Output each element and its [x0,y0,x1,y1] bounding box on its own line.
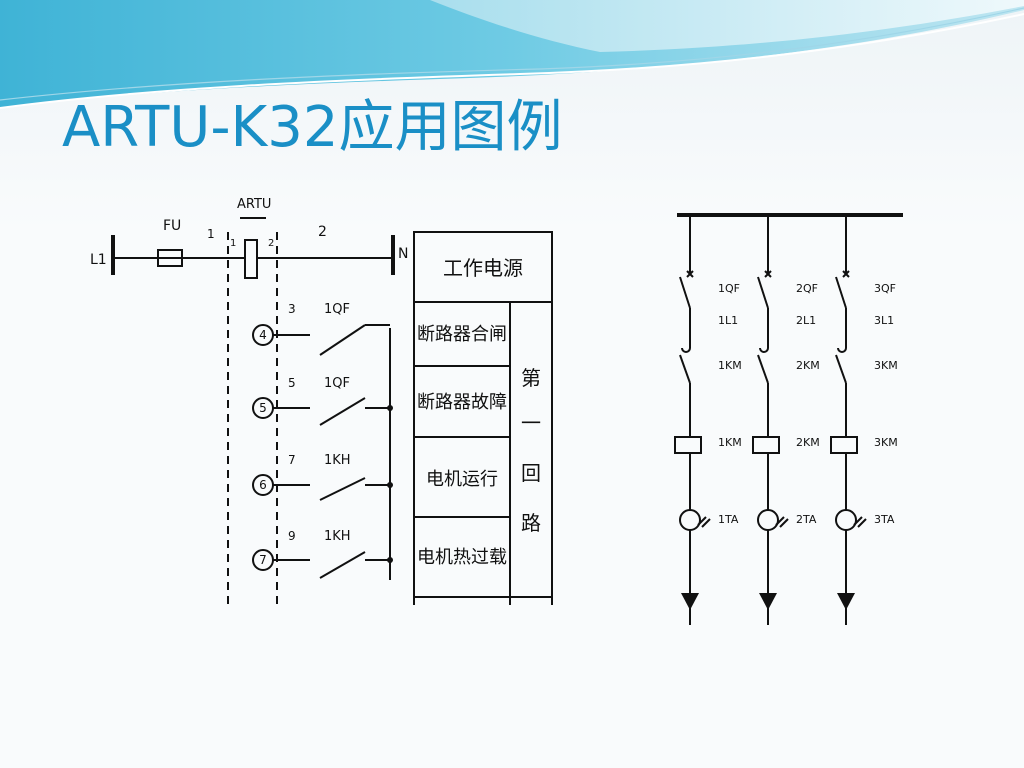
group-char-3: 回 [521,461,541,485]
breaker-symbol [757,276,769,309]
node-1-label: 1 [207,227,215,241]
table-row-breaker-close: 断路器合闸 [417,324,507,345]
input-circle-7: 7 [259,553,267,567]
table-header: 工作电源 [443,256,523,280]
contact-label-1kh-b: 1KH [324,529,351,544]
contactor-symbol [835,354,847,384]
table-row-motor-overload: 电机热过载 [417,547,507,568]
line-label: L1 [90,252,107,268]
arrow-down-icon [837,593,855,610]
neutral-label: N [398,246,408,262]
group-char-2: 一 [521,411,541,435]
group-char-4: 路 [521,511,541,535]
contact-label-1qf-b: 1QF [324,376,350,391]
feeder-branch-3 [830,215,867,625]
contactor-symbol [679,354,691,384]
breaker-label: 3QF [874,282,896,295]
input-circle-4: 4 [259,328,267,342]
input-row-6 [252,474,390,501]
fuse-label: FU [163,218,181,234]
contactor-label: 1KM [718,359,742,372]
current-transformer-symbol [757,509,779,531]
contactor-label: 3KM [874,359,898,372]
artu-wiring-diagram: L1 FU 1 ARTU 1 2 2 N 4 3 1QF 5 5 1QF 6 7… [90,197,553,605]
arrow-down-icon [759,593,777,610]
line-label: 3L1 [874,314,894,327]
coil-symbol [830,436,858,454]
device-pin-2: 2 [268,238,274,249]
header-wave-decoration [0,0,1024,109]
input-row-4 [252,324,390,356]
coil-label: 2KM [796,436,820,449]
contactor-label: 2KM [796,359,820,372]
input-row-5 [252,397,390,426]
input-row-7 [252,549,390,579]
device-label: ARTU [237,197,271,212]
slide-title: ARTU-K32应用图例 [62,95,563,160]
coil-label: 1KM [718,436,742,449]
table-row-motor-running: 电机运行 [426,469,498,490]
feeder-branch-1 [674,215,711,625]
coil-label: 3KM [874,436,898,449]
input-circle-5: 5 [259,401,267,415]
ct-label: 3TA [874,513,895,526]
breaker-symbol [679,276,691,309]
arrow-down-icon [681,593,699,610]
table-row-breaker-fault: 断路器故障 [417,392,507,413]
group-char-1: 第 [521,366,541,390]
input-node-9: 9 [288,529,296,543]
ct-label: 1TA [718,513,739,526]
ct-label: 2TA [796,513,817,526]
contact-label-1qf-a: 1QF [324,302,350,317]
input-circle-6: 6 [259,478,267,492]
current-transformer-symbol [679,509,701,531]
input-node-7: 7 [288,453,296,467]
current-transformer-symbol [835,509,857,531]
breaker-label: 1QF [718,282,740,295]
feeder-single-line-diagram: 1QF 1L1 1KM 1KM 1TA 2QF 2L1 2KM 2KM 2TA 3QF 3L1 3KM 3… [674,213,903,625]
contactor-symbol [757,354,769,384]
input-node-5: 5 [288,376,296,390]
breaker-symbol [835,276,847,309]
coil-symbol [674,436,702,454]
feeder-branch-2 [752,215,789,625]
line-label: 2L1 [796,314,816,327]
input-node-3: 3 [288,302,296,316]
contact-label-1kh-a: 1KH [324,453,351,468]
line-label: 1L1 [718,314,738,327]
breaker-label: 2QF [796,282,818,295]
device-pin-1: 1 [230,238,236,249]
node-2-label: 2 [318,224,327,240]
coil-symbol [752,436,780,454]
